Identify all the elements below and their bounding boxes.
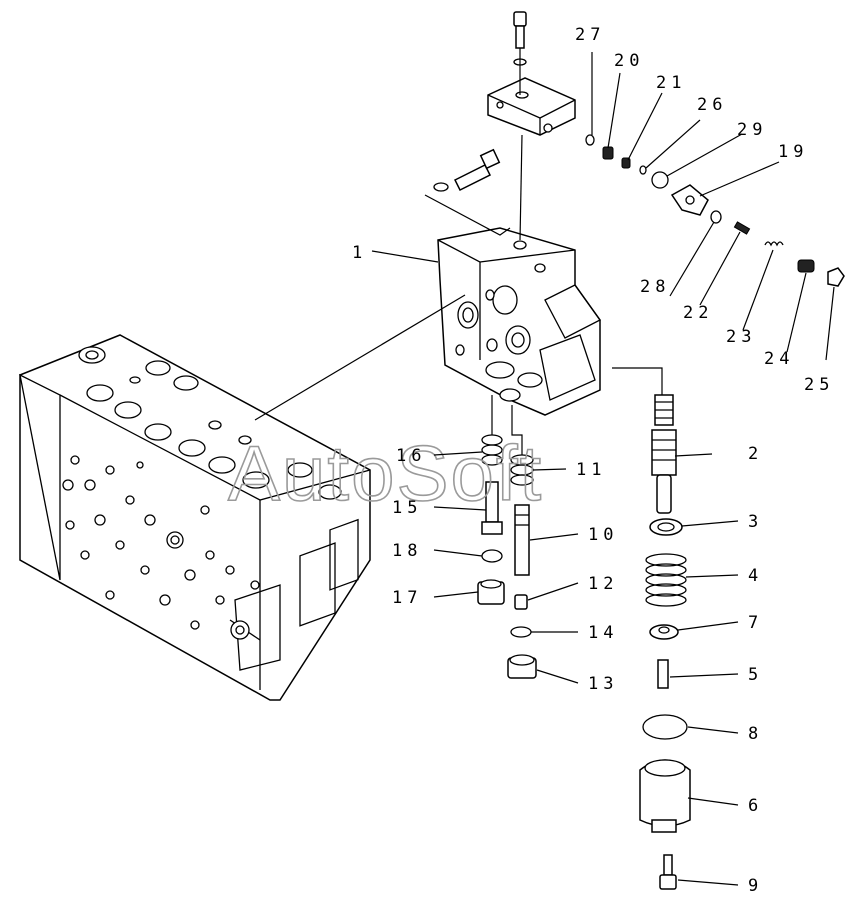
oring-14: [510, 626, 532, 638]
callout-12: 12: [588, 574, 618, 594]
callout-26: 26: [697, 95, 727, 115]
callout-11: 11: [576, 460, 606, 480]
callout-15: 15: [392, 498, 422, 518]
main-body-top-bores: [78, 346, 342, 500]
callout-17: 17: [392, 588, 422, 608]
retainer-3: [649, 518, 683, 536]
spring-16: [481, 395, 503, 466]
callout-7: 7: [748, 613, 763, 633]
poppet-15: [481, 481, 503, 535]
oring-8: [642, 714, 688, 740]
small-parts-group: [585, 134, 845, 287]
main-body-side-holes: [62, 455, 260, 640]
callout-27: 27: [575, 25, 605, 45]
callout-13: 13: [588, 674, 618, 694]
retainer-7: [649, 624, 679, 640]
section-housing: [437, 227, 601, 416]
callout-24: 24: [764, 349, 794, 369]
callout-29: 29: [737, 120, 767, 140]
main-valve-body: [19, 334, 371, 701]
callout-6: 6: [748, 796, 763, 816]
callout-1: 1: [352, 243, 367, 263]
spring-11: [510, 405, 534, 486]
callout-5: 5: [748, 665, 763, 685]
callout-8: 8: [748, 724, 763, 744]
callout-19: 19: [778, 142, 808, 162]
top-bolt: [513, 11, 527, 241]
plug-13: [507, 654, 537, 679]
callout-23: 23: [726, 327, 756, 347]
callout-labels: 1 2 3 4 5 6 7 8 9 10 11 12 13 14 15 16 1…: [352, 25, 834, 896]
spring-4: [645, 553, 687, 607]
callout-14: 14: [588, 623, 618, 643]
stopper-5: [657, 659, 669, 689]
bolt-9: [659, 854, 677, 890]
long-bolt: [424, 148, 511, 236]
top-plate: [487, 77, 576, 136]
oring-18: [481, 549, 503, 563]
callout-18: 18: [392, 541, 422, 561]
callout-22: 22: [683, 303, 713, 323]
seat-12: [514, 594, 528, 610]
plug-17: [477, 579, 505, 605]
callout-20: 20: [614, 51, 644, 71]
callout-28: 28: [640, 277, 670, 297]
callout-9: 9: [748, 876, 763, 896]
cap-6: [639, 759, 691, 833]
main-spool: [612, 367, 677, 514]
watermark-text: AutoSoft: [228, 429, 543, 517]
callout-4: 4: [748, 566, 763, 586]
callout-25: 25: [804, 375, 834, 395]
callout-3: 3: [748, 512, 763, 532]
callout-10: 10: [588, 525, 618, 545]
callout-2: 2: [748, 444, 763, 464]
callout-21: 21: [656, 73, 686, 93]
spool-10: [514, 504, 530, 576]
callout-16: 16: [396, 446, 426, 466]
leader-lines: [254, 52, 835, 886]
